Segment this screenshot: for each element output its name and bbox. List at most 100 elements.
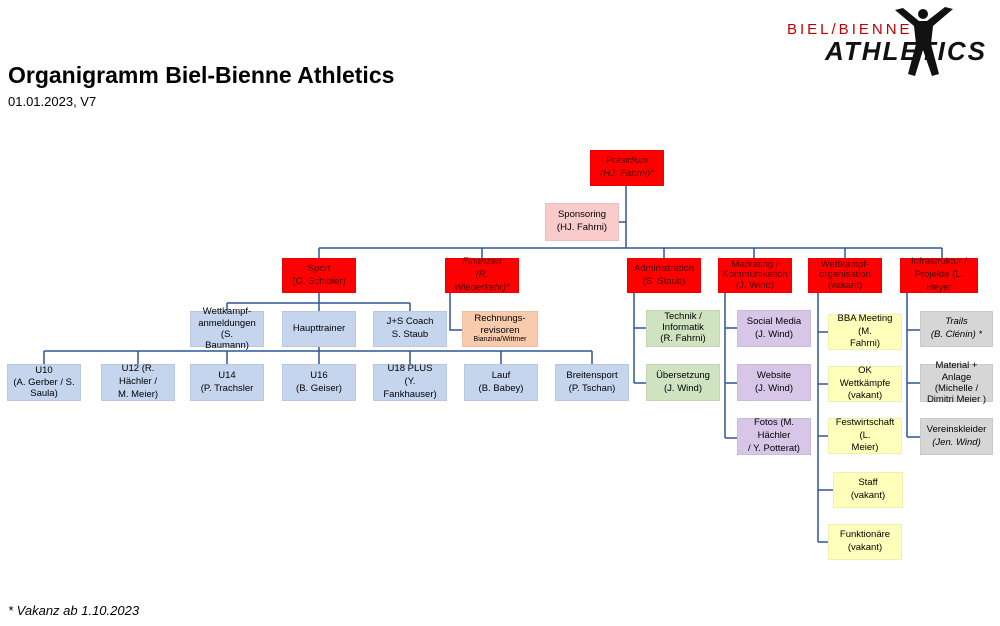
node-ok-wettkaempfe: OK Wettkämpfe (vakant) — [828, 364, 902, 402]
node-marketing: Marketing / Kommunikation (J. Wind) — [718, 258, 792, 293]
node-js-coach-label: J+S Coach — [386, 316, 434, 328]
node-anmeldungen-line3: Baumann) — [205, 340, 249, 352]
node-staff-person: (vakant) — [850, 490, 886, 501]
node-finanzen-label: Finanzen — [462, 256, 502, 268]
node-u12-person: M. Meier) — [117, 388, 159, 400]
node-website: Website (J. Wind) — [737, 364, 811, 401]
node-marketing-label2: Kommunikation — [722, 269, 788, 281]
node-social-media-line1: Social Media — [746, 315, 802, 327]
connector-admin — [633, 293, 646, 384]
node-festwirtschaft: Festwirtschaft (L. Meier) — [828, 416, 902, 454]
node-lauf: Lauf (B. Babey) — [464, 364, 538, 401]
node-u16-label: U16 — [310, 369, 328, 381]
node-bba-meeting-person: Fahrni) — [849, 338, 881, 350]
node-sponsoring: Sponsoring (HJ. Fahrni) — [545, 203, 619, 241]
node-funktionaere: Funktionäre (vakant) — [828, 524, 902, 560]
logo-main-text: ATHLETICS — [824, 36, 987, 66]
node-marketing-label1: Marketing / — [731, 258, 779, 270]
node-wettkampforganisation: Wettkampf- organisation (vakant) — [808, 258, 882, 293]
node-ok-wettkaempfe-person: (vakant) — [847, 390, 883, 402]
vacancy-footnote: * Vakanz ab 1.10.2023 — [8, 603, 140, 618]
node-bba-meeting-line1: BBA Meeting (M. — [837, 312, 893, 337]
node-u10-label: U10 — [35, 364, 53, 376]
node-sponsoring-label: Sponsoring — [557, 209, 607, 221]
node-trails-person: (B. Clénin) * — [930, 329, 983, 340]
node-material-person: (Michelle / Dimitri Meier ) — [926, 383, 987, 406]
node-staff-line1: Staff — [858, 477, 878, 489]
node-u14-person: (P. Trachsler — [200, 382, 254, 394]
node-anmeldungen-line1: Wettkampf- — [202, 306, 252, 318]
node-fotos-line1: Fotos (M. Hächler — [753, 417, 795, 442]
node-website-person: (J. Wind) — [755, 382, 793, 394]
node-wettkampf-person: (vakant) — [827, 279, 863, 291]
node-js-coach: J+S Coach S. Staub — [373, 311, 447, 347]
node-u12-label: U12 (R. Hächler / — [118, 363, 157, 388]
club-logo: BIEL/BIENNE ATHLETICS — [787, 7, 987, 76]
node-rechnung-person: Bianzina/Wittmer — [473, 336, 527, 344]
node-u12: U12 (R. Hächler / M. Meier) — [101, 363, 175, 401]
node-vereinskleider-line1: Vereinskleider — [926, 423, 987, 435]
node-infrastruktur: Infrastruktur / Projekte (L. Heyer — [900, 256, 978, 293]
node-u18-person: (Y. Fankhauser) — [383, 376, 437, 400]
node-administration: Administration (S. Staub) — [627, 258, 701, 293]
node-wettkampf-label1: Wettkampf- — [820, 258, 870, 270]
node-rechnung-line1: Rechnungs- — [474, 313, 526, 325]
node-trails: Trails (B. Clénin) * — [920, 311, 993, 347]
node-js-coach-person: S. Staub — [391, 329, 429, 340]
node-sport-person: (G. Schibler) — [292, 275, 346, 287]
node-finanzen: Finanzen (R. Wiederkehr)* — [445, 256, 519, 293]
connector-marketing — [724, 293, 737, 439]
connector-finanzen — [449, 293, 462, 331]
connector-wettkampf — [817, 293, 833, 543]
node-marketing-person: (J. Wind) — [736, 279, 774, 291]
connector-infra — [906, 293, 920, 438]
node-u14-label: U14 — [218, 369, 236, 381]
node-u16-person: (B. Geiser) — [296, 382, 342, 394]
node-sport-label: Sport — [307, 262, 331, 274]
node-funktionaere-person: (vakant) — [847, 542, 883, 553]
node-fotos: Fotos (M. Hächler / Y. Potterat) — [737, 417, 811, 455]
node-breitensport-person: (P. Tschan) — [568, 382, 616, 394]
node-bba-meeting: BBA Meeting (M. Fahrni) — [828, 312, 902, 350]
connector-department-drops — [318, 248, 943, 258]
node-rechnungsrevisoren: Rechnungs- revisoren Bianzina/Wittmer — [462, 311, 538, 347]
page-title: Organigramm Biel-Bienne Athletics — [8, 62, 395, 88]
node-uebersetzung-line1: Übersetzung — [656, 369, 710, 381]
node-staff: Staff (vakant) — [833, 472, 903, 508]
node-praesidium-label: Präsidium — [605, 155, 649, 167]
node-website-line1: Website — [756, 369, 792, 381]
athlete-silhouette-icon — [895, 7, 953, 76]
node-funktionaere-line1: Funktionäre — [839, 529, 891, 541]
node-infrastruktur-label2: Projekte (L. Heyer — [914, 269, 964, 293]
node-technik-informatik: Technik / Informatik (R. Fahrni) — [646, 310, 720, 347]
node-fotos-person: / Y. Potterat) — [748, 442, 800, 454]
node-haupttrainer: Haupttrainer — [282, 311, 356, 347]
node-rechnung-line2: revisoren — [480, 324, 520, 336]
node-material-line1: Material + Anlage — [935, 360, 978, 383]
node-vereinskleider-person: (Jen. Wind) — [932, 436, 981, 448]
node-technik-line2: Informatik — [662, 322, 704, 334]
node-festwirtschaft-person: Meier) — [851, 442, 879, 454]
node-administration-person: (S. Staub) — [642, 275, 686, 287]
node-sport: Sport (G. Schibler) — [282, 258, 356, 293]
node-lauf-label: Lauf — [491, 369, 511, 381]
node-uebersetzung: Übersetzung (J. Wind) — [646, 364, 720, 401]
node-praesidium: Präsidium (HJ. Fahrni)* — [590, 150, 664, 186]
node-u18-label: U18 PLUS — [387, 363, 433, 375]
node-trails-line1: Trails — [945, 316, 968, 328]
node-material-anlage: Material + Anlage (Michelle / Dimitri Me… — [920, 360, 993, 405]
node-festwirtschaft-line1: Festwirtschaft (L. — [835, 416, 895, 441]
node-u14: U14 (P. Trachsler — [190, 364, 264, 401]
node-technik-person: (R. Fahrni) — [660, 332, 706, 344]
node-wettkampf-label2: organisation — [819, 269, 871, 281]
node-sponsoring-person: (HJ. Fahrni) — [556, 222, 608, 233]
node-ok-wettkaempfe-line1: OK Wettkämpfe — [839, 364, 891, 389]
node-anmeldungen-line2: anmeldungen (S. — [198, 317, 256, 340]
node-praesidium-person: (HJ. Fahrni)* — [600, 168, 654, 179]
node-wettkampfanmeldungen: Wettkampf- anmeldungen (S. Baumann) — [190, 306, 264, 351]
node-social-media: Social Media (J. Wind) — [737, 310, 811, 347]
node-administration-label: Administration — [633, 262, 695, 274]
node-vereinskleider: Vereinskleider (Jen. Wind) — [920, 418, 993, 455]
node-haupttrainer-label: Haupttrainer — [292, 322, 346, 334]
